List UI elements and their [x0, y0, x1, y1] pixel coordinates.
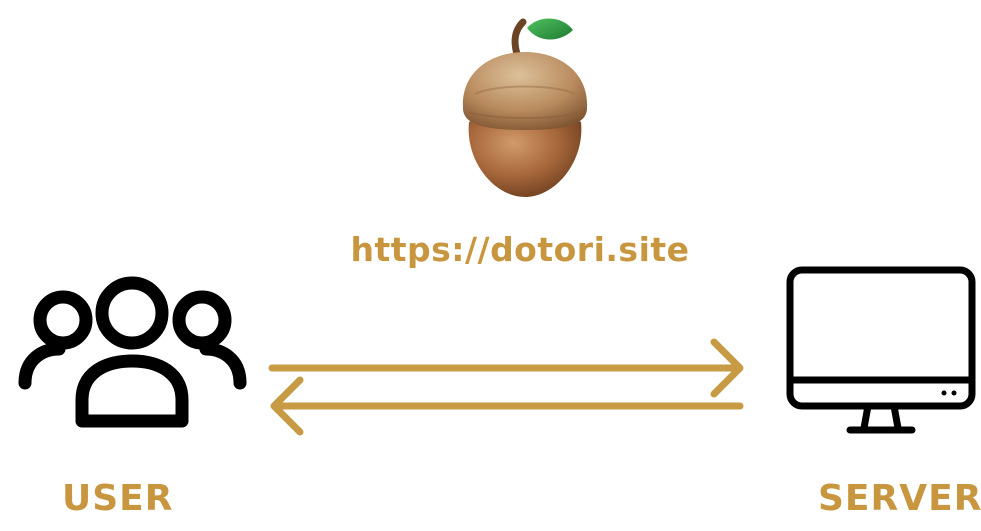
users-group-icon — [18, 276, 247, 428]
request-response-arrows — [268, 338, 744, 436]
arrow-left-icon — [270, 376, 744, 436]
acorn-icon — [462, 18, 588, 197]
desktop-monitor-icon — [786, 266, 976, 434]
site-url: https://dotori.site — [350, 230, 690, 269]
user-label: USER — [62, 478, 174, 519]
arrow-right-icon — [268, 338, 744, 398]
server-label: SERVER — [818, 478, 981, 519]
